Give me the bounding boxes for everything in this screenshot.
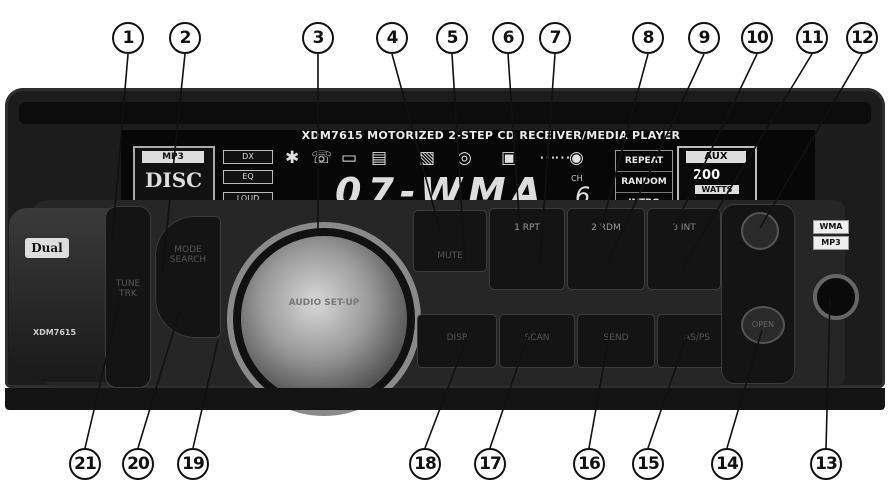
int-preset-3-button[interactable]: 3 INT [647,208,721,290]
mp3-label: MP3 [142,151,204,163]
tune-track-rocker[interactable]: TUNE TRK [105,206,151,388]
chassis-base [5,388,885,410]
callout-7: 7 [539,22,571,54]
callout-17: 17 [474,448,506,480]
text-icon: ▣ [501,148,518,168]
camera-icon: ◎ [457,148,472,168]
callout-18: 18 [409,448,441,480]
callout-12: 12 [846,22,878,54]
callout-10: 10 [741,22,773,54]
callout-20: 20 [122,448,154,480]
mode-search-button[interactable]: MODE SEARCH [155,216,221,338]
folder-icon: ▭ [341,148,358,168]
disp-label: DISP [446,333,468,343]
mode-search-label: MODE SEARCH [169,245,207,265]
watts-value: 200 [693,168,721,183]
callout-19: 19 [177,448,209,480]
callout-2: 2 [169,22,201,54]
disp-button[interactable]: DISP [417,314,497,368]
rdm-label: 2 RDM [591,223,621,233]
callout-21: 21 [69,448,101,480]
repeat-indicator: REPEAT [616,151,672,172]
dx-indicator: DX [223,150,273,164]
car-stereo-unit: XDM7615 MOTORIZED 2-STEP CD RECEIVER/MED… [5,88,885,410]
knob-label: AUDIO SET-UP [288,298,360,308]
callout-11: 11 [796,22,828,54]
callout-3: 3 [302,22,334,54]
scan-label: SCAN [524,333,550,343]
top-strip [19,102,871,124]
aux-input-jack[interactable] [813,274,859,320]
bluetooth-icon: ✱ [285,148,300,168]
callout-6: 6 [492,22,524,54]
callout-8: 8 [632,22,664,54]
rpt-label: 1 RPT [514,223,540,233]
mute-button[interactable]: MUTE [413,210,487,272]
mute-label: MUTE [437,251,463,261]
rpt-preset-1-button[interactable]: 1 RPT [489,208,565,290]
int-label: 3 INT [672,223,696,233]
callout-5: 5 [436,22,468,54]
callout-13: 13 [810,448,842,480]
phone-icon: ☏ [311,148,333,168]
dual-logo: Dual [25,238,69,258]
send-button[interactable]: SEND [577,314,655,368]
album-icon: ▧ [419,148,436,168]
display-title: XDM7615 MOTORIZED 2-STEP CD RECEIVER/MED… [301,129,681,142]
eq-indicator: EQ [223,170,273,184]
aux-power-indicator: AUX 200 WATTS [677,146,757,208]
callout-1: 1 [112,22,144,54]
release-button[interactable] [741,212,779,250]
file-icon: ▤ [371,148,388,168]
callout-15: 15 [632,448,664,480]
rdm-preset-2-button[interactable]: 2 RDM [567,208,645,290]
wma-badge: WMA [813,220,849,234]
channel-label: CH [571,174,583,183]
send-label: SEND [603,333,629,343]
callout-16: 16 [573,448,605,480]
model-number: XDM7615 [33,328,77,337]
as-ps-label: AS/PS [683,333,711,343]
aux-label: AUX [686,151,746,163]
tune-track-label: TUNE TRK [115,279,141,299]
disc-logo: DISC [145,168,203,192]
audio-setup-knob[interactable]: AUDIO SET-UP [241,236,407,402]
track-progress-icon: ⋯⋯◉ [539,148,584,168]
watts-label: WATTS [695,185,739,194]
callout-14: 14 [711,448,743,480]
scan-button[interactable]: SCAN [499,314,575,368]
callout-9: 9 [688,22,720,54]
open-button[interactable]: OPEN [741,306,785,344]
mp3-badge: MP3 [813,236,849,250]
random-indicator: RANDOM [616,172,672,193]
callout-4: 4 [376,22,408,54]
